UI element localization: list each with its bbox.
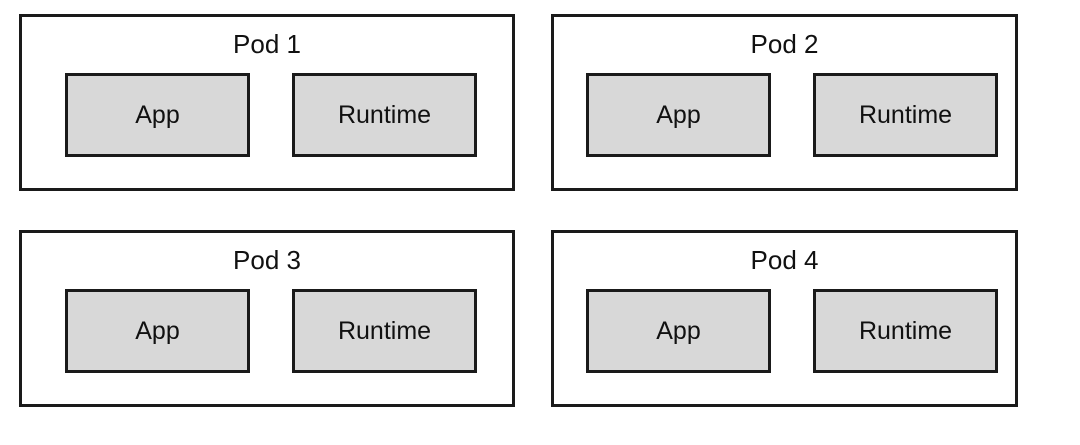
runtime-box: Runtime [813, 73, 998, 157]
app-box: App [65, 73, 250, 157]
app-box: App [586, 73, 771, 157]
pod-2: Pod 2 App Runtime [551, 14, 1018, 191]
app-box: App [65, 289, 250, 373]
pod-1: Pod 1 App Runtime [19, 14, 515, 191]
runtime-box: Runtime [292, 289, 477, 373]
runtime-box: Runtime [292, 73, 477, 157]
pod-title: Pod 1 [233, 29, 301, 59]
app-box: App [586, 289, 771, 373]
pod-3: Pod 3 App Runtime [19, 230, 515, 407]
pod-title: Pod 2 [750, 29, 819, 59]
runtime-box: Runtime [813, 289, 998, 373]
pod-title: Pod 3 [233, 245, 301, 275]
pod-4: Pod 4 App Runtime [551, 230, 1018, 407]
pod-title: Pod 4 [750, 245, 819, 275]
